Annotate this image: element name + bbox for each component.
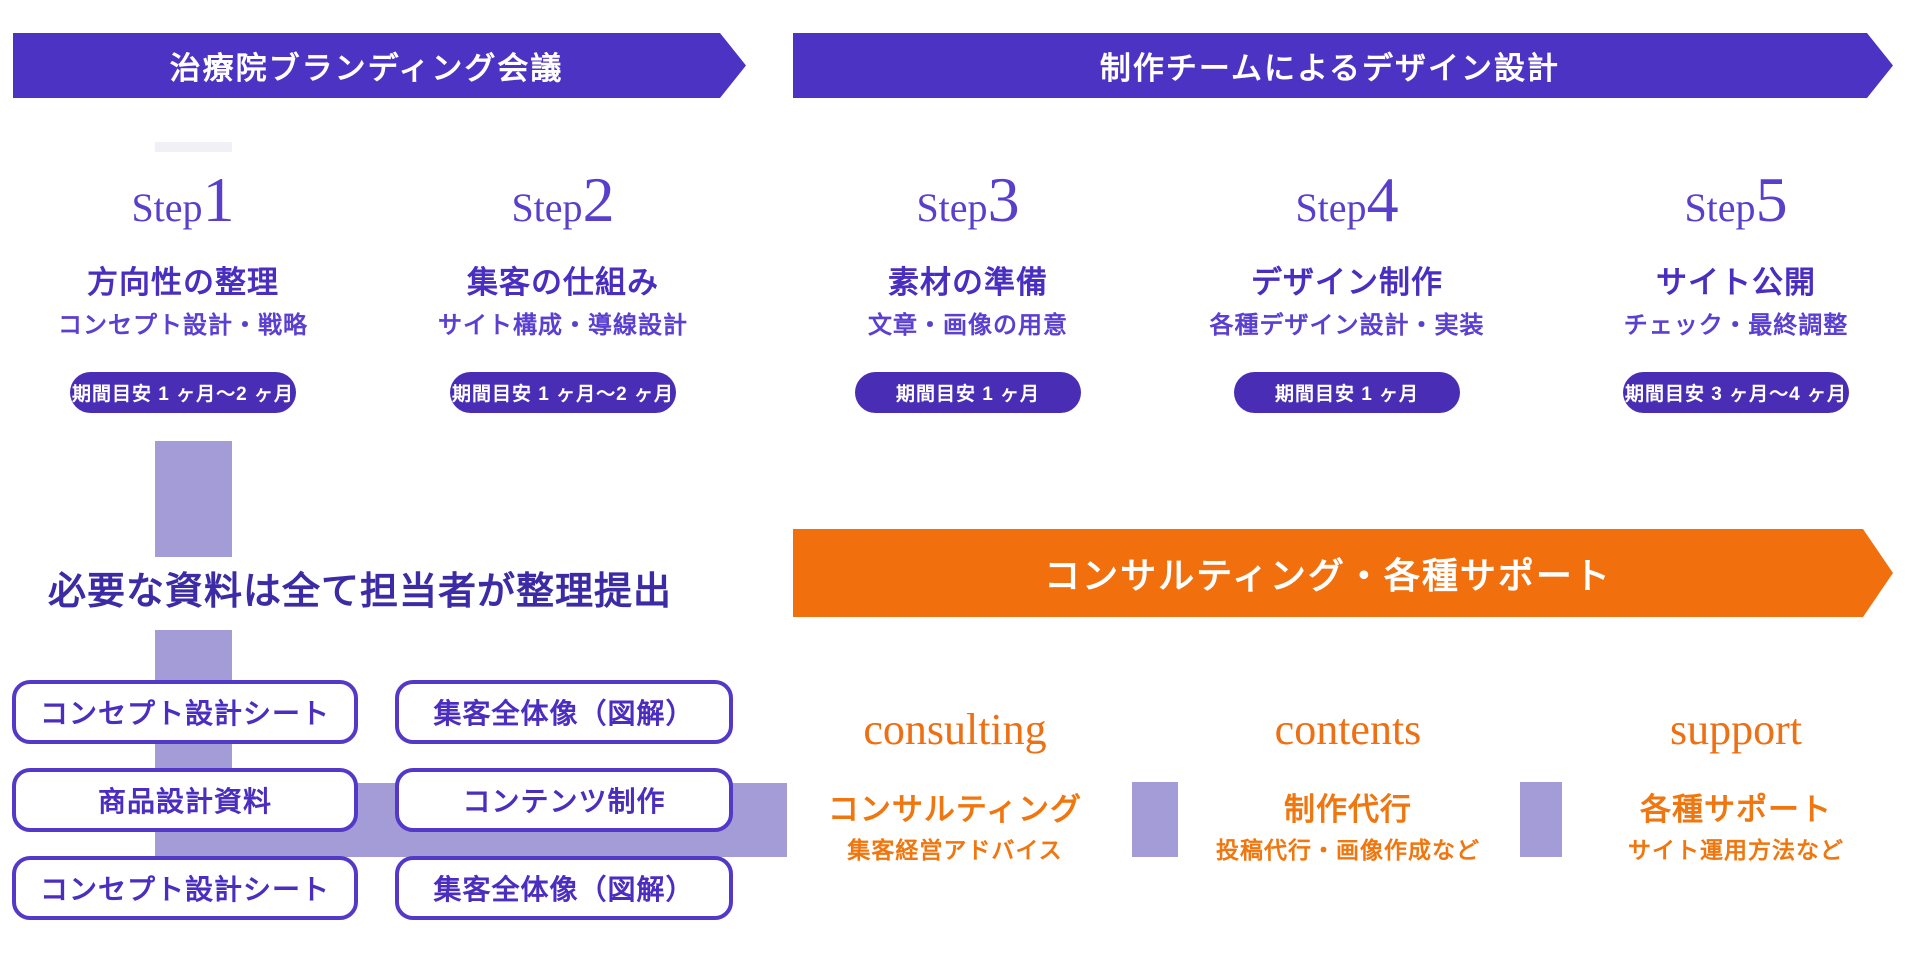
deliverable-box-attraction-overview-2: 集客全体像（図解）: [395, 856, 733, 920]
step-2-title: 集客の仕組み: [467, 265, 659, 300]
step-2-prefix: Step: [511, 185, 583, 230]
step-2-column: Step2 集客の仕組み サイト構成・導線設計 期間目安 1 ヶ月〜2 ヶ月: [383, 165, 743, 435]
deliverables-headline: 必要な資料は全て担当者が整理提出: [47, 571, 672, 613]
step-4-duration-badge: 期間目安 1 ヶ月: [1234, 372, 1460, 413]
step-4-heading: Step4: [1167, 165, 1527, 243]
phase2-banner-label: 制作チームによるデザイン設計: [1099, 51, 1561, 86]
step-3-duration-badge: 期間目安 1 ヶ月: [855, 372, 1081, 413]
step-5-number: 5: [1755, 164, 1788, 235]
step-2-number: 2: [582, 164, 615, 235]
step-3-title: 素材の準備: [888, 265, 1048, 300]
step-1-subtitle: コンセプト設計・戦略: [58, 312, 308, 339]
phase2-arrow-banner: 制作チームによるデザイン設計: [793, 33, 1893, 98]
step-1-number: 1: [202, 164, 235, 235]
step-1-heading: Step1: [3, 165, 363, 243]
service-consulting-subtitle: 集客経営アドバイス: [847, 837, 1063, 863]
phase1-arrow-banner: 治療院ブランディング会議: [13, 33, 746, 98]
service-consulting-column: consulting コンサルティング 集客経営アドバイス: [775, 700, 1135, 870]
step-3-heading: Step3: [788, 165, 1148, 243]
connector-step1-to-headline: [155, 441, 232, 557]
service-consulting-title: コンサルティング: [827, 792, 1083, 827]
step-4-column: Step4 デザイン制作 各種デザイン設計・実装 期間目安 1 ヶ月: [1167, 165, 1527, 435]
step-1-column: Step1 方向性の整理 コンセプト設計・戦略 期間目安 1 ヶ月〜2 ヶ月: [3, 165, 363, 435]
deliverable-box-concept-sheet-2: コンセプト設計シート: [12, 856, 358, 920]
deliverable-box-content-production: コンテンツ制作: [395, 768, 733, 832]
step-3-column: Step3 素材の準備 文章・画像の用意 期間目安 1 ヶ月: [788, 165, 1148, 435]
step-3-subtitle: 文章・画像の用意: [868, 312, 1068, 339]
service-support-subtitle: サイト運用方法など: [1628, 837, 1844, 863]
connector-contents-support: [1520, 782, 1562, 857]
service-contents-en-label: contents: [1274, 705, 1422, 754]
phase1-banner-label: 治療院ブランディング会議: [169, 51, 564, 86]
service-support-en-label: support: [1670, 705, 1802, 754]
deliverable-box-product-design-docs: 商品設計資料: [12, 768, 358, 832]
connector-consulting-contents: [1132, 782, 1178, 857]
step-5-title: サイト公開: [1656, 265, 1816, 300]
step-4-number: 4: [1366, 164, 1399, 235]
faint-marker-rect: [155, 142, 232, 152]
service-contents-column: contents 制作代行 投稿代行・画像作成など: [1168, 700, 1528, 870]
support-arrow-banner: コンサルティング・各種サポート: [793, 529, 1893, 617]
step-4-title: デザイン制作: [1251, 265, 1443, 300]
step-1-prefix: Step: [131, 185, 203, 230]
step-5-heading: Step5: [1556, 165, 1916, 243]
step-3-number: 3: [987, 164, 1020, 235]
support-banner-label: コンサルティング・各種サポート: [1044, 555, 1612, 596]
service-contents-title: 制作代行: [1284, 792, 1412, 827]
step-5-duration-badge: 期間目安 3 ヶ月〜4 ヶ月: [1623, 372, 1849, 413]
deliverable-box-attraction-overview-1: 集客全体像（図解）: [395, 680, 733, 744]
service-contents-subtitle: 投稿代行・画像作成など: [1216, 837, 1480, 863]
service-consulting-en-label: consulting: [863, 705, 1047, 754]
step-4-subtitle: 各種デザイン設計・実装: [1209, 312, 1485, 339]
step-1-title: 方向性の整理: [87, 265, 279, 300]
step-3-prefix: Step: [916, 185, 988, 230]
step-5-prefix: Step: [1684, 185, 1756, 230]
step-4-prefix: Step: [1295, 185, 1367, 230]
step-1-duration-badge: 期間目安 1 ヶ月〜2 ヶ月: [70, 372, 296, 413]
service-support-title: 各種サポート: [1640, 792, 1832, 827]
service-support-column: support 各種サポート サイト運用方法など: [1556, 700, 1916, 870]
step-5-column: Step5 サイト公開 チェック・最終調整 期間目安 3 ヶ月〜4 ヶ月: [1556, 165, 1916, 435]
deliverable-box-concept-sheet-1: コンセプト設計シート: [12, 680, 358, 744]
step-2-duration-badge: 期間目安 1 ヶ月〜2 ヶ月: [450, 372, 676, 413]
step-2-heading: Step2: [383, 165, 743, 243]
step-5-subtitle: チェック・最終調整: [1623, 312, 1849, 339]
step-2-subtitle: サイト構成・導線設計: [438, 312, 688, 339]
